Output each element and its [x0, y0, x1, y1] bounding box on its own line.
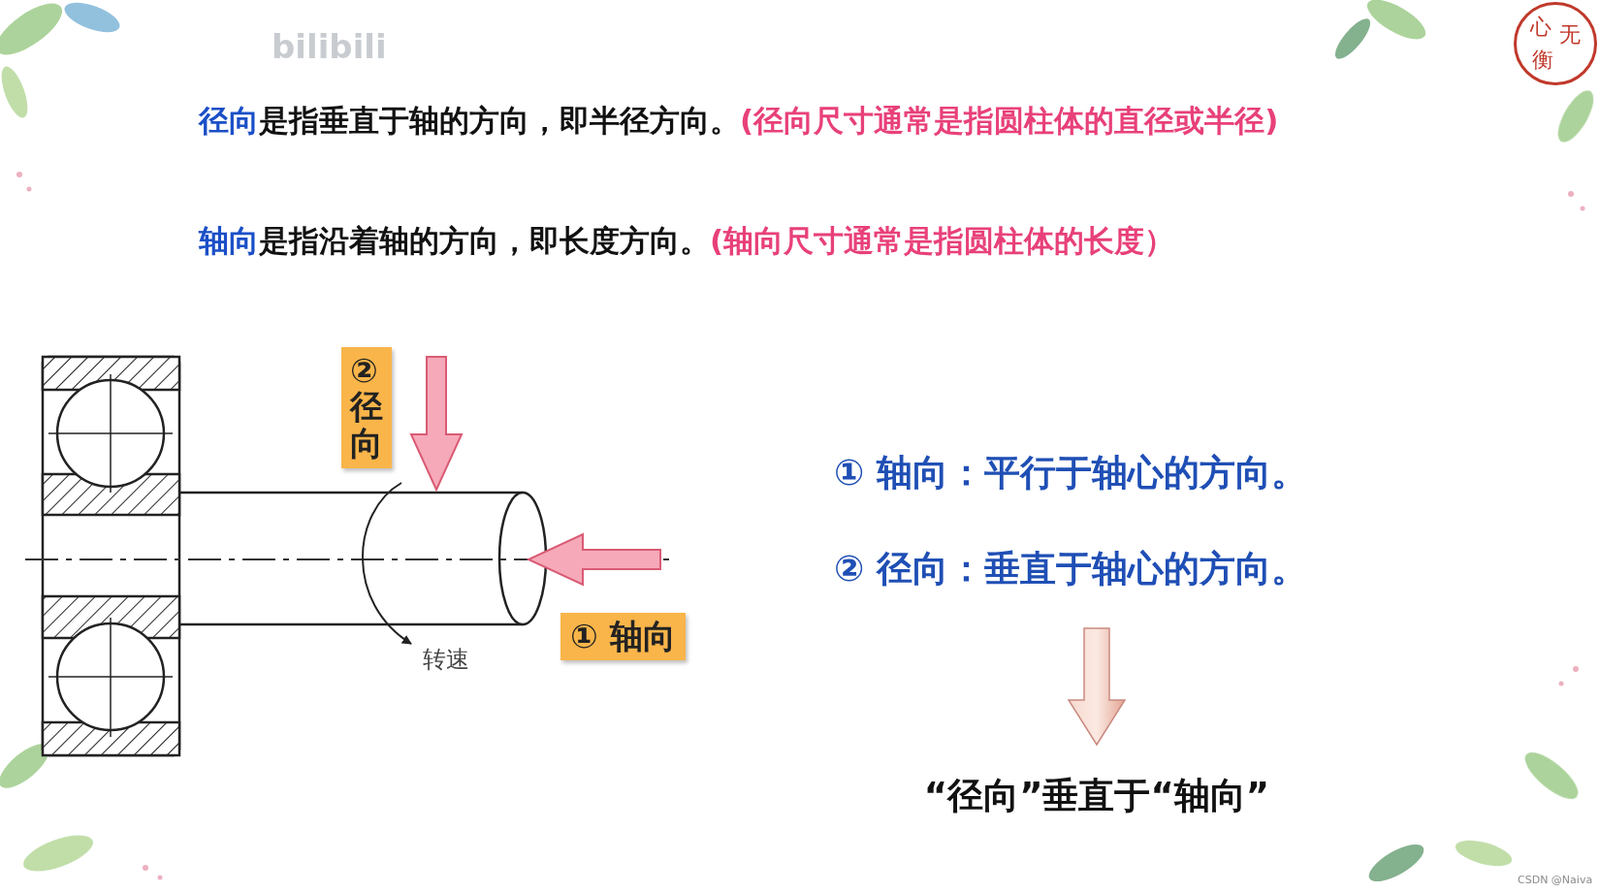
text-line: 轴向是指沿着轴的方向，即长度方向。(轴向尺寸通常是指圆柱体的长度）: [198, 221, 1175, 262]
text-line: 径向是指垂直于轴的方向，即半径方向。(径向尺寸通常是指圆柱体的直径或半径): [198, 100, 1279, 142]
rotation-label: 转速: [422, 643, 470, 675]
callout-box: ① 轴向: [560, 612, 686, 661]
bearing: [42, 356, 180, 756]
logo-character: 心: [1530, 12, 1552, 42]
callout-box: ②径向: [341, 347, 392, 469]
axial-definition: ① 轴向：平行于轴心的方向。: [833, 448, 1308, 498]
logo-character: 衡: [1532, 45, 1554, 75]
callout-text: ②径向: [350, 352, 384, 462]
rotation-arrow: [362, 482, 412, 644]
logo-seal: 心无衡: [1513, 1, 1598, 86]
term: 径向: [198, 100, 259, 142]
radial-definition: ② 径向：垂直于轴心的方向。: [833, 544, 1308, 594]
axial-arrow: [528, 534, 661, 585]
note-text: (径向尺寸通常是指圆柱体的直径或半径): [739, 100, 1279, 142]
definition-text: 是指垂直于轴的方向，即半径方向。: [258, 100, 740, 142]
down-arrow: [1068, 628, 1125, 745]
logo-character: 无: [1559, 20, 1581, 50]
watermark: bilibili: [271, 27, 387, 66]
callout-text: ① 轴向: [570, 615, 676, 658]
term: 轴向: [198, 221, 259, 262]
conclusion-text: “径向”垂直于“轴向”: [924, 771, 1270, 821]
radial-arrow: [411, 356, 462, 490]
note-text: (轴向尺寸通常是指圆柱体的长度）: [709, 221, 1175, 262]
definition-text: 是指沿着轴的方向，即长度方向。: [258, 221, 710, 262]
watermark: CSDN @Naiva: [1517, 873, 1593, 887]
